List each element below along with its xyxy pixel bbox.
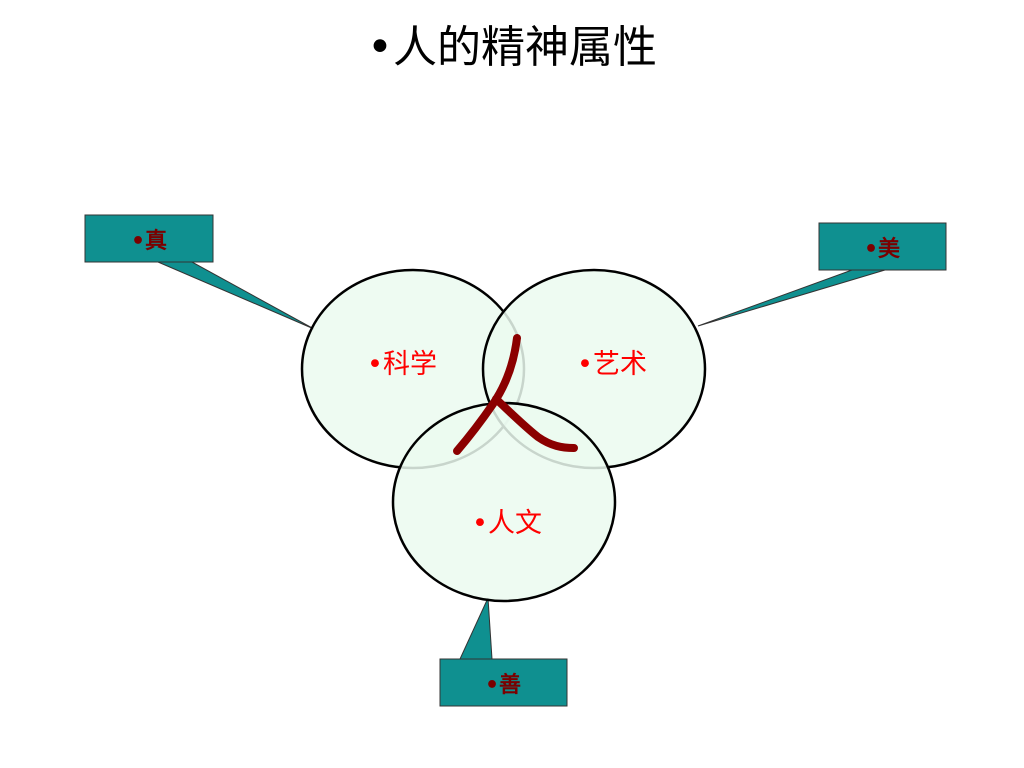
callout-beauty-label: •美 <box>864 236 901 262</box>
circle-science-label: •科学 <box>367 349 437 380</box>
circle-humanities-label: •人文 <box>472 508 542 539</box>
callout-beauty-pointer <box>697 269 886 327</box>
ren-left-stroke <box>453 334 521 455</box>
callout-truth-pointer <box>157 261 315 330</box>
callout-truth-box <box>84 214 214 263</box>
callout-goodness-box <box>439 658 568 707</box>
ren-right-stroke <box>492 395 578 452</box>
callout-beauty-box <box>818 222 947 271</box>
callout-beauty: •美 <box>697 222 947 327</box>
callout-truth: •真 <box>84 214 315 330</box>
circle-humanities <box>391 401 617 603</box>
handwritten-ren-icon <box>453 334 578 455</box>
slide-title: •人的精神属性 <box>367 22 657 73</box>
callout-goodness: •善 <box>439 597 568 707</box>
circle-art-label: •艺术 <box>577 349 647 380</box>
callout-truth-label: •真 <box>131 228 167 254</box>
callout-goodness-pointer <box>459 597 493 660</box>
callout-goodness-label: •善 <box>485 672 521 698</box>
